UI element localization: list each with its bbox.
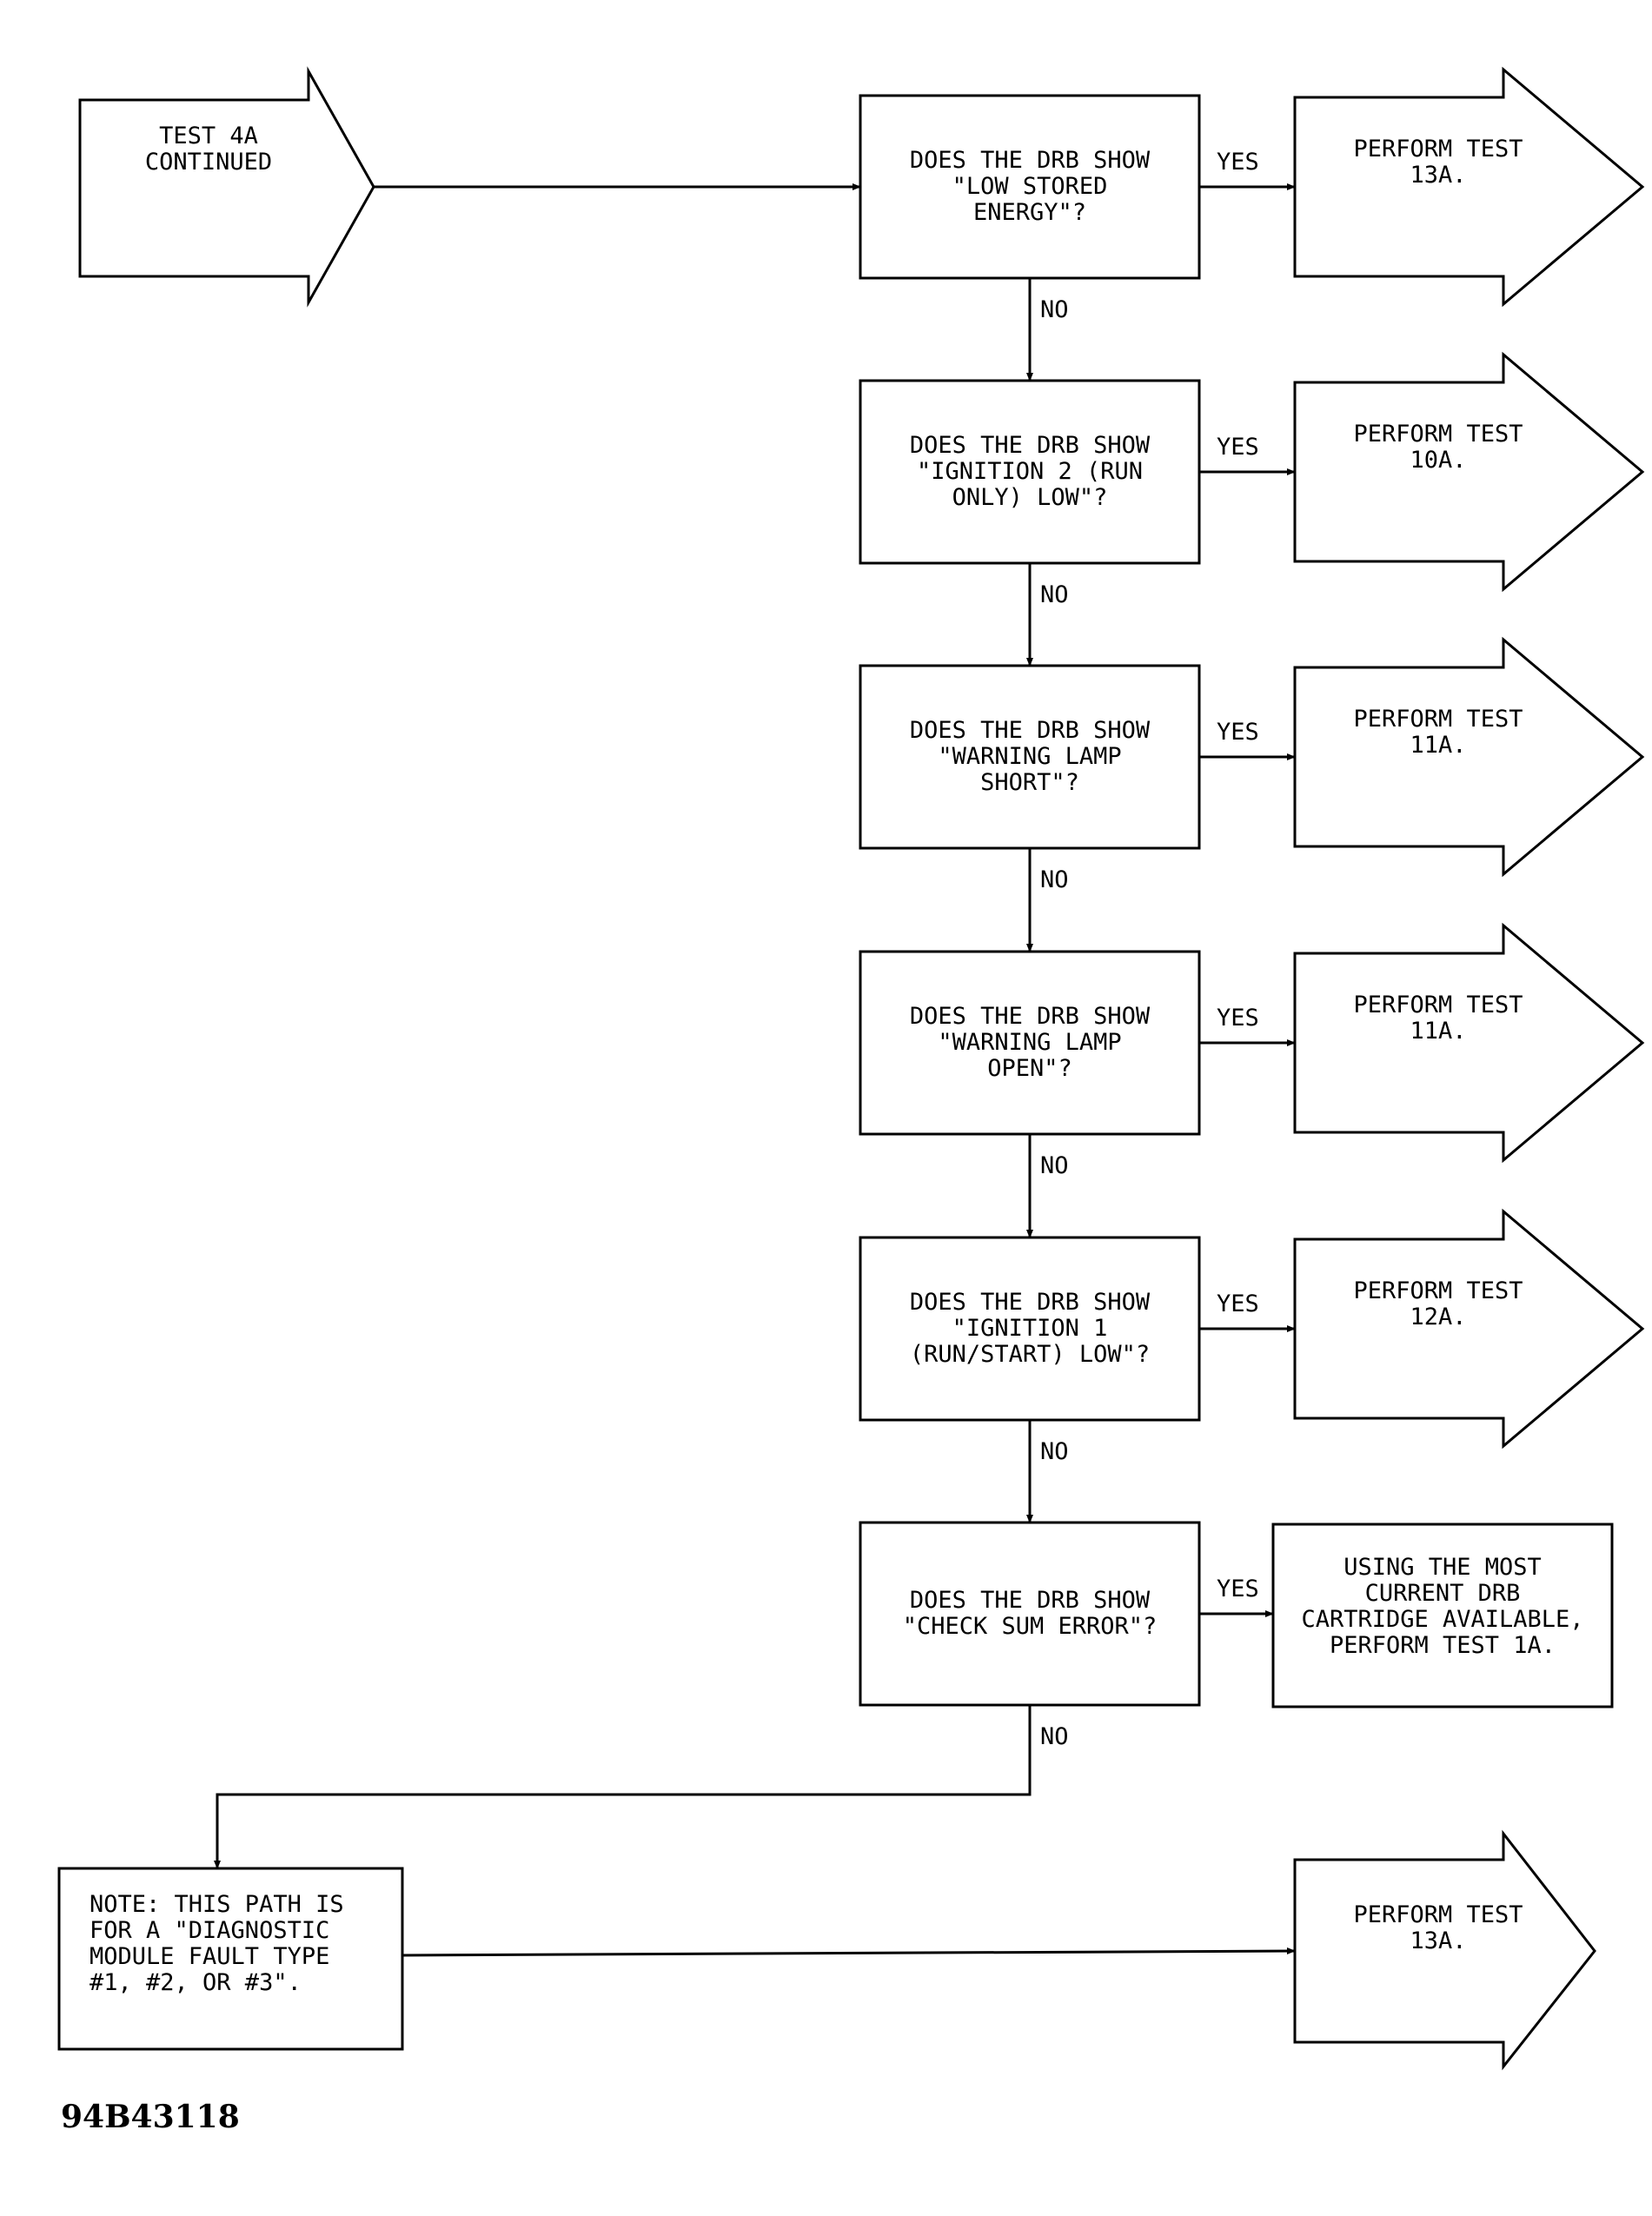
decision-2-text-line: ONLY) LOW"? <box>952 484 1108 511</box>
yes-label-3: YES <box>1217 719 1259 746</box>
decision-5-text-line: DOES THE DRB SHOW <box>910 1289 1151 1316</box>
result-2-text-line: 10A. <box>1410 447 1466 474</box>
decision-5-text: DOES THE DRB SHOW"IGNITION 1(RUN/START) … <box>910 1289 1151 1368</box>
no-label-1: NO <box>1040 296 1069 323</box>
decision-6-text: DOES THE DRB SHOW"CHECK SUM ERROR"? <box>903 1587 1158 1640</box>
final-result-arrow <box>1293 1829 1596 2071</box>
result-5-text-line: PERFORM TEST <box>1353 1277 1523 1304</box>
decision-4-text-line: "WARNING LAMP <box>938 1029 1121 1056</box>
result-3-text-line: PERFORM TEST <box>1353 706 1523 733</box>
result-6-text-line: USING THE MOST <box>1343 1554 1542 1581</box>
result-arrow-4 <box>1293 922 1645 1164</box>
decision-5-text-line: "IGNITION 1 <box>952 1315 1108 1342</box>
no-label-2: NO <box>1040 581 1069 608</box>
flowchart-shapes <box>57 66 1645 2071</box>
start-label-line: CONTINUED <box>145 149 272 176</box>
decision-5-text-line: (RUN/START) LOW"? <box>910 1341 1150 1368</box>
decision-2-text-line: DOES THE DRB SHOW <box>910 432 1151 459</box>
decision-6-text-line: DOES THE DRB SHOW <box>910 1587 1151 1614</box>
result-6-text-line: PERFORM TEST 1A. <box>1330 1632 1556 1659</box>
decision-3-text-line: "WARNING LAMP <box>938 743 1121 770</box>
decision-6-text-line: "CHECK SUM ERROR"? <box>903 1613 1158 1640</box>
result-arrow-3 <box>1293 636 1645 878</box>
result-2-text-line: PERFORM TEST <box>1353 421 1523 448</box>
note-text-line: NOTE: THIS PATH IS <box>90 1891 344 1918</box>
result-box-6 <box>1271 1523 1614 1708</box>
result-3-text-line: 11A. <box>1410 732 1466 759</box>
no-label-6: NO <box>1040 1723 1069 1750</box>
no-label-5: NO <box>1040 1438 1069 1465</box>
result-1-text-line: PERFORM TEST <box>1353 136 1523 163</box>
no-label-4: NO <box>1040 1152 1069 1179</box>
result-arrow-2 <box>1293 351 1645 593</box>
decision-1-text-line: DOES THE DRB SHOW <box>910 147 1151 174</box>
decision-1-text-line: "LOW STORED <box>952 173 1108 200</box>
decision-2-text-line: "IGNITION 2 (RUN <box>917 458 1143 485</box>
result-4-text-line: 11A. <box>1410 1018 1466 1045</box>
yes-label-6: YES <box>1217 1576 1259 1602</box>
final-result-text-line: 13A. <box>1410 1927 1466 1954</box>
start-arrow-shape <box>78 66 375 308</box>
connector-note-to-final <box>401 1947 1296 1957</box>
result-arrow-5 <box>1293 1208 1645 1450</box>
final-result-text-line: PERFORM TEST <box>1353 1901 1523 1928</box>
figure-id: 94B43118 <box>61 2099 240 2135</box>
decision-1-text-line: ENERGY"? <box>973 199 1086 226</box>
decision-3-text-line: SHORT"? <box>980 769 1079 796</box>
result-5-text-line: 12A. <box>1410 1304 1466 1330</box>
note-text-line: FOR A "DIAGNOSTIC <box>90 1917 329 1944</box>
no-connector-6 <box>216 1705 1032 1860</box>
result-6-text-line: CARTRIDGE AVAILABLE, <box>1301 1606 1583 1633</box>
result-1-text-line: 13A. <box>1410 162 1466 189</box>
note-text-line: MODULE FAULT TYPE <box>90 1943 329 1970</box>
yes-label-5: YES <box>1217 1290 1259 1317</box>
yes-label-4: YES <box>1217 1005 1259 1032</box>
result-6-text-line: CURRENT DRB <box>1365 1580 1521 1607</box>
decision-3-text-line: DOES THE DRB SHOW <box>910 717 1151 744</box>
decision-4-text-line: OPEN"? <box>987 1055 1072 1082</box>
yes-label-1: YES <box>1217 149 1259 176</box>
result-4-text-line: PERFORM TEST <box>1353 992 1523 1018</box>
no-label-3: NO <box>1040 866 1069 893</box>
result-arrow-1 <box>1293 66 1645 308</box>
decision-4-text-line: DOES THE DRB SHOW <box>910 1003 1151 1030</box>
yes-label-2: YES <box>1217 434 1259 461</box>
start-label-line: TEST 4A <box>159 123 258 149</box>
note-text-line: #1, #2, OR #3". <box>90 1969 302 1996</box>
note-box <box>57 1867 404 2051</box>
